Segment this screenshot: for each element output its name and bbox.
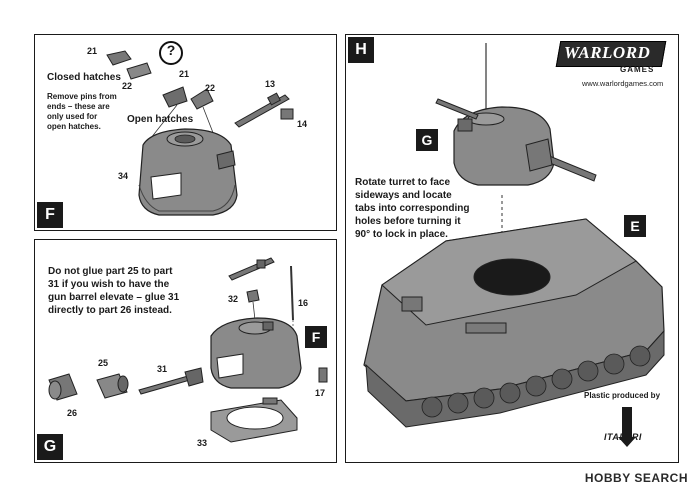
mg-mount: [267, 92, 281, 106]
step-h-illustration: [363, 43, 665, 447]
instruction-line: sideways and locate: [355, 190, 452, 201]
step-f-badge: F: [37, 202, 63, 228]
warlord-games-logo: WARLORD GAMES: [555, 41, 667, 74]
part-number-22: 22: [122, 81, 133, 91]
instruction-line: 31 if you wish to have the: [48, 279, 170, 290]
part-number-34: 34: [118, 171, 129, 181]
instruction-line: directly to part 26 instead.: [48, 305, 172, 316]
part-number-21b: 21: [179, 69, 190, 79]
turret-ring-part-33: [210, 397, 298, 443]
open-hatches-label: Open hatches: [127, 114, 194, 125]
sub-step-g-badge: G: [416, 129, 438, 151]
tank-hull-part-e: [363, 218, 665, 428]
antenna-part-16: [290, 265, 294, 321]
instruction-line: gun barrel elevate – glue 31: [48, 292, 180, 303]
part-17: [318, 367, 328, 383]
part-number-25: 25: [98, 358, 109, 368]
hobby-search-watermark: HOBBY SEARCH: [584, 471, 688, 485]
part-25-mantlet: [96, 373, 129, 399]
part-number-13: 13: [265, 79, 276, 89]
part-number-14: 14: [297, 119, 308, 129]
italeri-logo-text: ITALERI: [604, 432, 642, 442]
note-line: only used for: [47, 112, 98, 121]
part-number-17: 17: [315, 388, 326, 398]
turret-assembly: [210, 317, 302, 389]
instruction-line: 90° to lock in place.: [355, 229, 448, 240]
mg-mount: [256, 259, 266, 269]
plastic-produced-by: Plastic produced by: [584, 391, 661, 400]
instruction-line: Do not glue part 25 to part: [48, 266, 173, 277]
part-number-33: 33: [197, 438, 208, 448]
turret-part-34: [138, 128, 238, 216]
step-f-illustration: [106, 41, 294, 216]
hatch-part-22-closed: [126, 62, 152, 80]
leader-line: [252, 301, 256, 321]
italeri-logo-mark: [618, 407, 636, 447]
instruction-line: tabs into corresponding: [355, 203, 470, 214]
part-26-mount: [48, 373, 78, 401]
closed-hatches-label: Closed hatches: [47, 72, 121, 83]
part-number-16: 16: [298, 298, 309, 308]
part-number-21: 21: [87, 46, 98, 56]
website-url: www.warlordgames.com: [582, 79, 664, 88]
instruction-line: holes before turning it: [355, 216, 461, 227]
hatch-part-21-open: [162, 86, 188, 108]
part-32: [246, 289, 260, 303]
step-g-badge: G: [37, 434, 63, 460]
part-number-26: 26: [67, 408, 78, 418]
glue-instructions: Do not glue part 25 to part 31 if you wi…: [48, 265, 179, 317]
hatch-part-21-closed: [106, 50, 132, 66]
mount-part-14: [280, 108, 294, 120]
logo-text: WARLORD: [564, 43, 651, 62]
step-g-panel: Do not glue part 25 to part 31 if you wi…: [34, 239, 337, 463]
note-line: open hatches.: [47, 122, 101, 131]
step-g-illustration: [48, 257, 328, 443]
step-h-panel: H WARLORD GAMES www.warlordgames.com: [345, 34, 679, 463]
rotate-turret-instructions: Rotate turret to face sideways and locat…: [355, 176, 469, 241]
part-number-32: 32: [228, 294, 239, 304]
hatch-part-22-open: [190, 88, 214, 110]
note-line: Remove pins from: [47, 92, 117, 101]
instruction-line: Rotate turret to face: [355, 177, 451, 188]
turret-assembly-top: [435, 98, 597, 186]
part-number-22b: 22: [205, 83, 216, 93]
sub-step-e-badge: E: [624, 215, 646, 237]
gun-barrel-part-31: [138, 367, 204, 395]
sub-step-f-badge: F: [305, 326, 327, 348]
note-line: ends – these are: [47, 102, 110, 111]
question-mark: ?: [166, 42, 176, 58]
machine-gun-assembled: [228, 257, 275, 281]
part-number-31: 31: [157, 364, 168, 374]
question-circle: [159, 41, 183, 65]
logo-subtext: GAMES: [620, 65, 655, 74]
step-f-panel: 21 22 21 22 13 14 34 ? Closed hatches Re…: [34, 34, 337, 231]
step-h-badge: H: [348, 37, 374, 63]
remove-pins-note: Remove pins from ends – these are only u…: [47, 92, 117, 132]
